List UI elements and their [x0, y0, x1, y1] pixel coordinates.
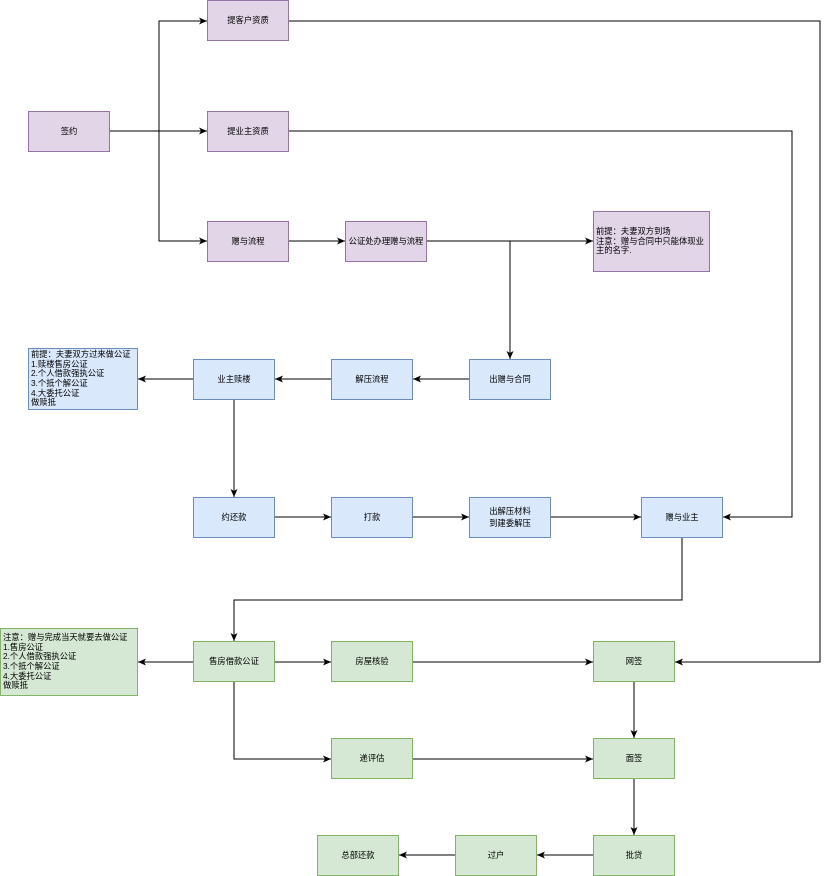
title-transfer-label: 过户 [487, 849, 505, 860]
online-signing-node: 网签 [593, 641, 675, 682]
owner-qualification-node: 提业主资质 [207, 111, 289, 152]
redemption-note-line: 2.个人借款强执公证 [31, 368, 105, 379]
schedule-repayment-label: 约还款 [221, 511, 247, 522]
gift-to-owner-label: 赠与业主 [665, 511, 699, 522]
schedule-repayment-node: 约还款 [193, 497, 275, 538]
notarization-note-line: 4.大委托公证 [3, 670, 52, 681]
client-qualification-node: 提客户资质 [207, 0, 289, 41]
release-materials-label: 出解压材料 到建委解压 [489, 506, 531, 528]
hq-repayment-label: 总部还款 [341, 849, 375, 860]
gift-contract-label: 出赠与合同 [489, 373, 531, 384]
edge-sale-loan-notarization-to-submit-appraisal [233, 682, 331, 763]
owner-redemption-label: 业主赎楼 [217, 373, 251, 384]
notarization-note-line: 3.个抵个解公证 [3, 661, 60, 671]
redemption-note-line: 3.个抵个解公证 [31, 378, 88, 388]
edge-gift-to-owner-to-sale-loan-notarization [230, 538, 683, 641]
redemption-note-line: 4.大委托公证 [31, 387, 80, 398]
notary-gift-process-node: 公证处办理赠与流程 [345, 221, 427, 262]
gift-note: 前提：夫妻双方到场 注意：赠与合同中只能体现业 主的名字. [593, 211, 710, 272]
hq-repayment-node: 总部还款 [317, 835, 399, 876]
redemption-note-line: 前提：夫妻双方过来做公证 [31, 348, 131, 359]
owner-qualification-label: 提业主资质 [227, 125, 269, 136]
release-process-label: 解压流程 [355, 373, 389, 384]
redemption-note: 前提：夫妻双方过来做公证 1.赎楼售房公证 2.个人借款强执公证 3.个抵个解公… [28, 348, 138, 410]
release-process-node: 解压流程 [331, 359, 413, 400]
gift-note-line: 前提：夫妻双方到场 [596, 225, 671, 236]
notarization-note: 注意：赠与完成当天就要去做公证 1.售房公证 2.个人借款强执公证 3.个抵个解… [0, 628, 138, 696]
notary-gift-process-label: 公证处办理赠与流程 [348, 235, 424, 246]
loan-approval-node: 批贷 [593, 835, 675, 876]
sign-contract-node: 签约 [28, 111, 110, 152]
notarization-note-line: 注意：赠与完成当天就要去做公证 [3, 631, 128, 642]
online-signing-label: 网签 [625, 655, 643, 666]
sign-contract-label: 签约 [60, 125, 78, 136]
gift-process-label: 赠与流程 [231, 235, 265, 246]
loan-approval-label: 批贷 [625, 849, 643, 860]
house-verification-node: 房屋核验 [331, 641, 413, 682]
house-verification-label: 房屋核验 [355, 655, 389, 666]
gift-contract-node: 出赠与合同 [469, 359, 551, 400]
sale-loan-notarization-label: 售房借款公证 [209, 655, 259, 666]
release-materials-node: 出解压材料 到建委解压 [469, 497, 551, 538]
notarization-note-line: 做赎抵 [3, 680, 28, 691]
owner-redemption-node: 业主赎楼 [193, 359, 275, 400]
submit-appraisal-node: 递评估 [331, 738, 413, 779]
notarization-note-line: 1.售房公证 [3, 641, 44, 652]
gift-note-line: 注意：赠与合同中只能体现业 [596, 235, 704, 246]
edge-owner-qualification-to-gift-to-owner [289, 130, 793, 521]
interview-signing-node: 面签 [593, 738, 675, 779]
notarization-note-line: 2.个人借款强执公证 [3, 651, 77, 662]
edge-sign-to-client-qualification [158, 17, 207, 131]
sale-loan-notarization-node: 售房借款公证 [193, 641, 275, 682]
redemption-note-line: 做赎抵 [31, 397, 56, 408]
transfer-payment-node: 打款 [331, 497, 413, 538]
title-transfer-node: 过户 [455, 835, 537, 876]
edge-sign-to-gift-process [158, 131, 207, 245]
gift-to-owner-node: 赠与业主 [641, 497, 723, 538]
transfer-payment-label: 打款 [363, 511, 381, 522]
submit-appraisal-label: 递评估 [359, 752, 385, 763]
gift-note-line: 主的名字. [596, 245, 632, 256]
redemption-note-line: 1.赎楼售房公证 [31, 358, 88, 369]
gift-process-node: 赠与流程 [207, 221, 289, 262]
edge-client-qualification-to-online-signing [289, 20, 821, 666]
client-qualification-label: 提客户资质 [227, 14, 269, 25]
interview-signing-label: 面签 [625, 752, 643, 763]
